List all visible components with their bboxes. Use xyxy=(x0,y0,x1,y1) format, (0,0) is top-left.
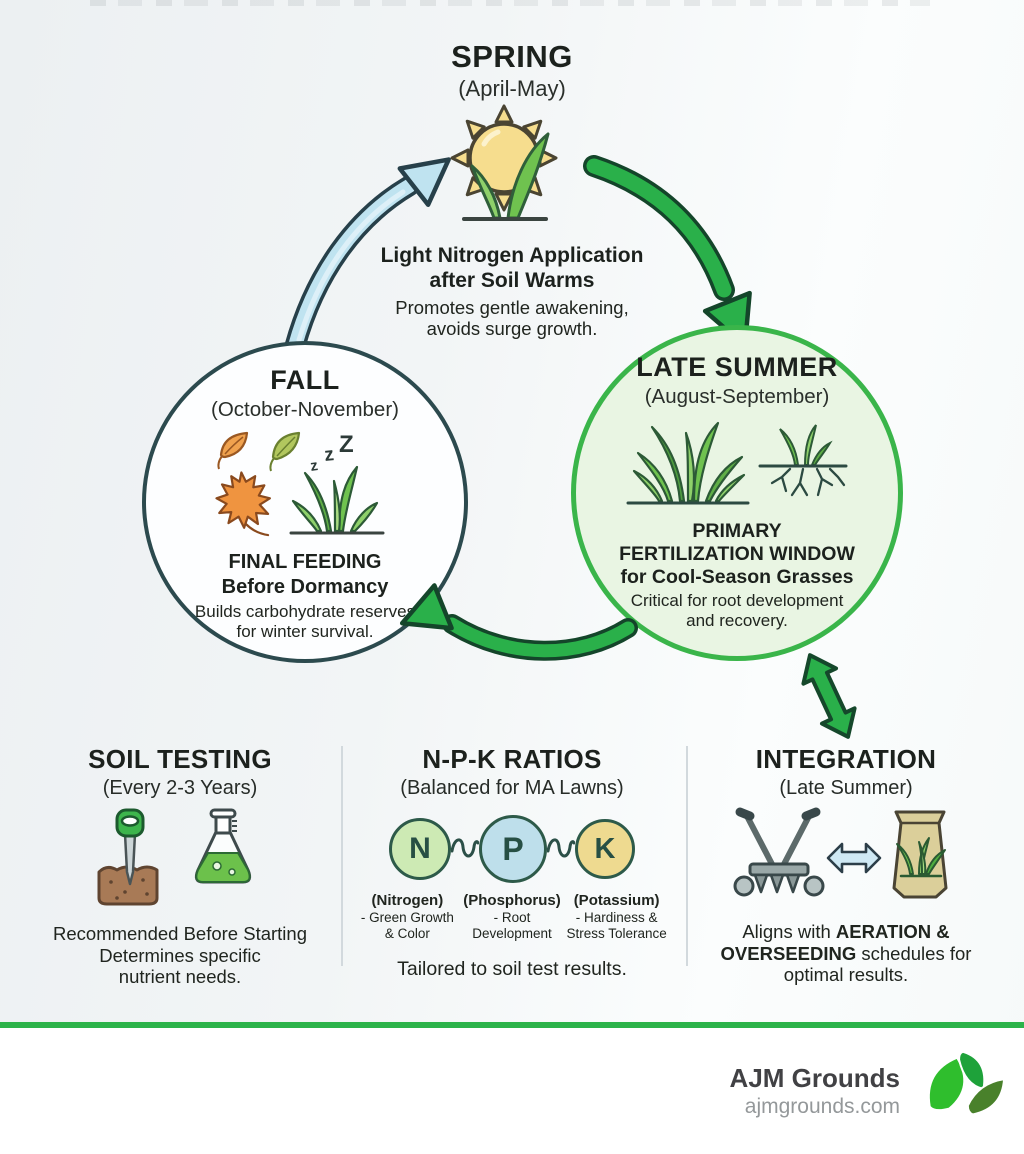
swap-arrow-icon xyxy=(826,842,882,874)
phosphorus-label: (Phosphorus) - Root Development xyxy=(463,892,561,941)
soil-testing-title: SOIL TESTING xyxy=(88,744,272,774)
arrow-late-summer-to-fall-icon xyxy=(399,583,638,661)
spring-header: SPRING (April-May) xyxy=(312,39,712,102)
phosphorus-letter: P xyxy=(502,830,524,867)
root-system-icon xyxy=(758,424,848,497)
seed-bag-icon xyxy=(892,810,948,899)
npk-footnote: Tailored to soil test results. xyxy=(397,958,627,981)
late-summer-heading-line2: FERTILIZATION WINDOW xyxy=(619,542,855,565)
grass-and-roots-icon xyxy=(626,422,848,505)
aeration-overseeding-icon xyxy=(733,807,948,899)
npk-title: N-P-K RATIOS xyxy=(422,744,602,774)
npk-subtitle: (Balanced for MA Lawns) xyxy=(400,777,624,799)
fall-desc-line2: for winter survival. xyxy=(236,621,374,641)
cropped-top-text-strip xyxy=(90,0,930,6)
spring-note-heading-line1: Light Nitrogen Application xyxy=(380,244,644,267)
soil-testing-line1: Recommended Before Starting xyxy=(53,923,307,944)
soil-testing-line2: Determines specific xyxy=(99,944,261,966)
npk-section: N-P-K RATIOS (Balanced for MA Lawns) N P… xyxy=(357,744,667,981)
integration-title: INTEGRATION xyxy=(755,744,937,774)
brand-leaf-logo-icon xyxy=(927,1050,1006,1116)
integration-body-bold: AERATION & OVERSEEDING xyxy=(720,921,950,964)
dense-grass-icon xyxy=(632,422,746,503)
late-summer-desc-line2: and recovery. xyxy=(686,610,788,630)
brand-website: ajmgrounds.com xyxy=(744,1094,900,1118)
spring-note-desc-line1: Promotes gentle awakening, xyxy=(395,296,629,318)
late-summer-subtitle: (August-September) xyxy=(644,384,830,408)
test-flask-icon xyxy=(194,808,252,884)
brand-name: AJM Grounds xyxy=(729,1063,900,1093)
npk-molecule-row: N P K xyxy=(357,814,667,884)
sleep-zzz-icon: z z Z xyxy=(309,431,353,475)
spring-note-desc-line2: avoids surge growth. xyxy=(426,317,598,339)
grass-tuft-icon xyxy=(291,466,379,533)
fall-heading-line1: FINAL FEEDING xyxy=(228,551,382,574)
footer-accent-rule xyxy=(0,1022,1024,1028)
section-divider-left xyxy=(341,746,343,966)
spring-subtitle: (April-May) xyxy=(458,76,566,102)
sun-sprout-icon xyxy=(450,104,558,221)
integration-section: INTEGRATION (Late Summer) xyxy=(692,744,1000,986)
maple-leaf-icon xyxy=(215,471,271,537)
fall-desc-line1: Builds carbohydrate reserves xyxy=(194,602,416,622)
nitrogen-letter: N xyxy=(409,832,431,865)
soil-probe-icon xyxy=(97,808,159,906)
potassium-letter: K xyxy=(594,832,616,865)
integration-subtitle: (Late Summer) xyxy=(779,777,913,799)
late-summer-title: LATE SUMMER xyxy=(636,352,838,382)
integration-body-suffix: schedules for optimal results. xyxy=(783,942,972,986)
fall-title: FALL xyxy=(270,365,340,395)
svg-text:Z: Z xyxy=(339,431,354,458)
spring-note: Light Nitrogen Application after Soil Wa… xyxy=(332,244,692,339)
arrow-fall-to-spring-icon xyxy=(284,157,451,353)
fall-heading-line2: Before Dormancy xyxy=(221,575,389,598)
footer: AJM Grounds ajmgrounds.com xyxy=(0,1028,1024,1154)
svg-text:z: z xyxy=(309,457,319,475)
spring-note-heading-line2: after Soil Warms xyxy=(429,268,595,292)
fall-leaves-grass-icon: z z Z xyxy=(215,431,385,537)
soil-probe-flask-icon xyxy=(97,808,252,906)
soil-testing-subtitle: (Every 2-3 Years) xyxy=(102,777,258,799)
spring-title: SPRING xyxy=(451,39,573,74)
late-summer-desc-line1: Critical for root development xyxy=(630,591,844,611)
bond-squiggle-icon xyxy=(451,838,479,858)
nitrogen-label: (Nitrogen) - Green Growth & Color xyxy=(360,892,454,941)
green-leaf-icon xyxy=(269,432,301,472)
integration-body: Aligns with AERATION & OVERSEEDING sched… xyxy=(707,921,985,986)
aerator-icon xyxy=(733,807,825,897)
integration-body-prefix: Aligns with xyxy=(742,921,836,942)
double-arrow-integration-icon xyxy=(801,653,857,739)
section-divider-right xyxy=(686,746,688,966)
autumn-leaf-icon xyxy=(217,432,249,470)
soil-testing-section: SOIL TESTING (Every 2-3 Years) xyxy=(20,744,340,988)
soil-testing-line3: nutrient needs. xyxy=(118,966,242,988)
fall-subtitle: (October-November) xyxy=(211,397,399,421)
late-summer-circle: LATE SUMMER (August-September) P xyxy=(571,325,903,661)
nitrogen-circle: N xyxy=(389,818,451,880)
svg-text:z: z xyxy=(323,444,335,466)
potassium-label: (Potassium) - Hardiness & Stress Toleran… xyxy=(566,892,667,941)
phosphorus-circle: P xyxy=(479,815,547,883)
potassium-circle: K xyxy=(575,819,635,879)
late-summer-heading-line1: PRIMARY xyxy=(692,520,782,543)
bond-squiggle-icon xyxy=(547,838,575,858)
late-summer-heading-line3: for Cool-Season Grasses xyxy=(620,565,854,588)
